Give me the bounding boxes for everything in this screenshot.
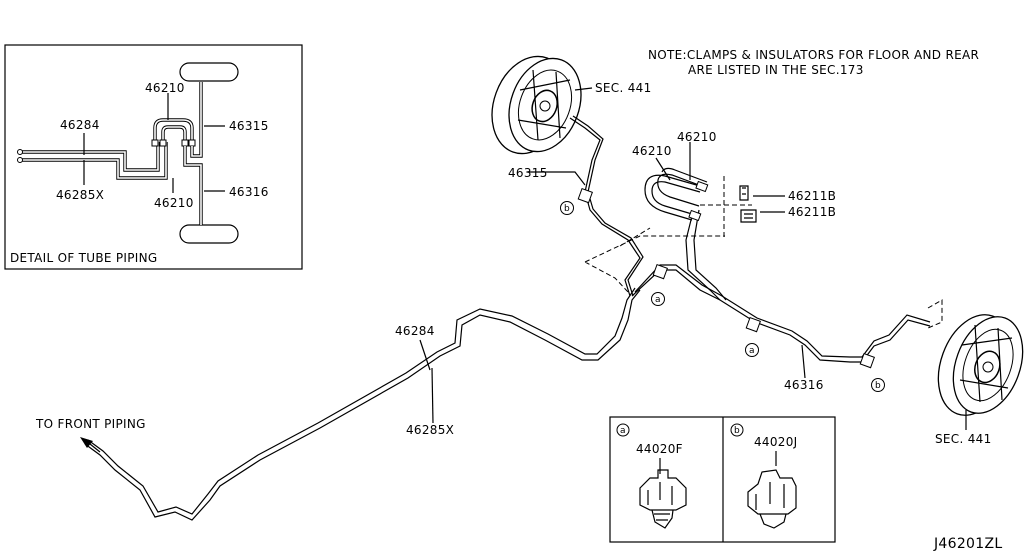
detail-caption: DETAIL OF TUBE PIPING: [10, 251, 158, 265]
detail-label-46210-top: 46210: [145, 81, 185, 95]
tube-46210-loops: [644, 167, 727, 301]
detail-label-46316: 46316: [229, 185, 269, 199]
detail-tube-46285x: [20, 142, 168, 180]
label-sec441-bottom: SEC. 441: [935, 432, 992, 446]
svg-text:a: a: [620, 426, 626, 436]
inset-label-44020f: 44020F: [636, 442, 683, 456]
marker-b-lower: b: [871, 378, 885, 392]
detail-tube-46316: [183, 146, 203, 225]
label-46316: 46316: [784, 378, 824, 392]
clamp-a-upper: [652, 263, 668, 280]
tube-main-run: [84, 264, 931, 521]
detail-46210-loop: [153, 118, 194, 142]
clip-inset-box: [609, 416, 836, 543]
detail-drum-top: [179, 62, 239, 82]
detail-front-end-1: [17, 149, 23, 155]
label-46210-a: 46210: [677, 130, 717, 144]
detail-label-46284: 46284: [60, 118, 100, 132]
detail-of-tube-piping-box: [4, 44, 303, 270]
label-46211b-b: 46211B: [788, 205, 836, 219]
front-arrow-head: [80, 437, 93, 448]
detail-front-end-2: [17, 157, 23, 163]
label-46315: 46315: [508, 166, 548, 180]
marker-a-lower: a: [745, 343, 759, 357]
clip-46211b-lower: [740, 209, 757, 223]
marker-a-upper: a: [651, 292, 665, 306]
note-line-1: NOTE:CLAMPS & INSULATORS FOR FLOOR AND R…: [648, 48, 979, 62]
label-46210-b: 46210: [632, 144, 672, 158]
marker-b-upper: b: [560, 201, 574, 215]
label-46284: 46284: [395, 324, 435, 338]
svg-text:b: b: [564, 204, 570, 214]
label-sec441-top: SEC. 441: [595, 81, 652, 95]
label-46211b-a: 46211B: [788, 189, 836, 203]
label-to-front-piping: TO FRONT PIPING: [35, 417, 146, 431]
clip-44020j: [747, 469, 797, 529]
clamp-a-lower: [745, 316, 761, 333]
detail-label-46315: 46315: [229, 119, 269, 133]
brake-backing-plate-top: [491, 55, 582, 155]
svg-text:b: b: [875, 381, 881, 391]
inset-marker-b: b: [730, 423, 744, 437]
detail-tube-46315: [190, 82, 203, 158]
svg-text:b: b: [734, 426, 740, 436]
detail-tube-46284: [20, 142, 160, 172]
svg-text:a: a: [655, 295, 661, 305]
detail-label-46285x: 46285X: [56, 188, 104, 202]
inset-label-44020j: 44020J: [754, 435, 798, 449]
diagram-id: J46201ZL: [933, 536, 1002, 552]
inset-marker-a: a: [616, 423, 630, 437]
svg-text:a: a: [749, 346, 755, 356]
clip-44020f: [639, 469, 687, 529]
note-line-2: ARE LISTED IN THE SEC.173: [688, 63, 864, 77]
label-46285x: 46285X: [406, 423, 454, 437]
clamp-b-lower: [859, 352, 875, 369]
clamp-b-upper: [577, 187, 593, 204]
detail-label-46210-bottom: 46210: [154, 196, 194, 210]
clip-46211b-upper: [739, 185, 749, 201]
pipe-46315: [569, 117, 641, 297]
brake-backing-plate-bottom: [937, 314, 1024, 416]
detail-drum-bottom: [179, 224, 239, 244]
